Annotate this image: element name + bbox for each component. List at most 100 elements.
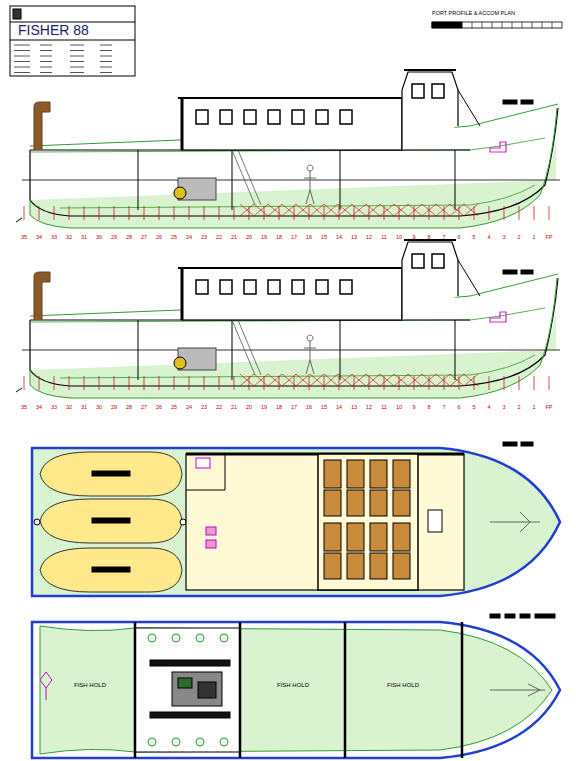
frame-number: 2 [517, 404, 520, 410]
frame-tick [519, 376, 520, 390]
logo [13, 9, 21, 19]
frame-tick [294, 206, 295, 220]
frame-number: 27 [141, 404, 147, 410]
tank [220, 634, 228, 642]
window [340, 280, 352, 294]
frame-number: 3 [502, 234, 505, 240]
rail [181, 98, 184, 150]
helm-chair [428, 510, 442, 532]
floor-hatch [310, 374, 324, 386]
frame-number: 25 [171, 404, 177, 410]
frame-number: 6 [457, 234, 460, 240]
frame-number: 21 [231, 404, 237, 410]
frame-number: 26 [156, 404, 162, 410]
frame-number: 12 [366, 404, 372, 410]
inner-hull [40, 626, 552, 754]
frame-tick [159, 376, 160, 390]
frame-tick [324, 376, 325, 390]
scale-tag [503, 442, 517, 446]
bunk [324, 553, 341, 579]
window [432, 84, 444, 98]
frame-number: 34 [36, 404, 42, 410]
frame-tick [84, 376, 85, 390]
compartment-label: FISH HOLD [244, 682, 342, 689]
scale-tag [520, 614, 530, 618]
frame-tick [414, 376, 415, 390]
frame-tick [144, 206, 145, 220]
compartment-label: FISH HOLD [348, 682, 458, 689]
window [316, 280, 328, 294]
scale-tag [521, 100, 533, 104]
floor-hatch [436, 374, 450, 386]
scale-tag [535, 614, 555, 618]
frame-tick [429, 376, 430, 390]
frame-number: 27 [141, 234, 147, 240]
frame-number: 1 [532, 404, 535, 410]
title-frame [10, 6, 135, 76]
floor-hatch [394, 204, 408, 216]
frame-tick [99, 376, 100, 390]
liferaft-mark [92, 518, 130, 523]
frame-number: 8 [427, 404, 430, 410]
frame-number: 18 [276, 234, 282, 240]
frame-tick [279, 206, 280, 220]
frame-number: 32 [66, 234, 72, 240]
deckhouse [182, 98, 402, 150]
window [268, 280, 280, 294]
window [196, 110, 208, 124]
floor-hatch [240, 374, 254, 386]
frame-tick [384, 376, 385, 390]
rail [181, 268, 184, 320]
frame-number: 1 [532, 234, 535, 240]
window [244, 280, 256, 294]
floor-hatch [450, 204, 464, 216]
liferaft-mark [92, 471, 130, 476]
floor-hatch [268, 374, 282, 386]
deck-outline [32, 448, 560, 596]
scale-tick [482, 22, 483, 28]
frame-number: 9 [412, 234, 415, 240]
frame-number: 4 [487, 404, 490, 410]
frame-number: 24 [186, 404, 192, 410]
frame-tick [444, 206, 445, 220]
engine [172, 672, 222, 706]
frame-tick [459, 206, 460, 220]
engine-room [135, 628, 240, 752]
galley [206, 540, 216, 548]
liferaft [40, 452, 182, 496]
frame-number: 4 [487, 234, 490, 240]
frame-number: 31 [81, 234, 87, 240]
frame-tick [54, 376, 55, 390]
title-block: FISHER 88 [12, 23, 133, 38]
scale-tag [505, 614, 515, 618]
bulkhead [134, 622, 137, 758]
frame-number: 13 [351, 234, 357, 240]
title-line [14, 61, 112, 62]
toilet [196, 458, 210, 468]
floor-hatch [380, 204, 394, 216]
frame-tick [534, 206, 535, 220]
frame-number: 28 [126, 234, 132, 240]
floor-hatch [394, 374, 408, 386]
bow-mark [490, 684, 545, 696]
bulkhead [455, 320, 456, 380]
bulkhead [340, 320, 341, 380]
frame-number: 5 [472, 234, 475, 240]
frame-tick [324, 206, 325, 220]
visor [458, 90, 480, 126]
floor-hatch [380, 374, 394, 386]
frame-tick [429, 206, 430, 220]
frame-tick [219, 376, 220, 390]
floor-hatch [366, 374, 380, 386]
frame-tick [234, 376, 235, 390]
floor-hatch [450, 374, 464, 386]
deckhouse-roof [178, 267, 405, 269]
frame-number: 6 [457, 404, 460, 410]
floor-hatch [296, 374, 310, 386]
window [292, 110, 304, 124]
stern-mark [16, 218, 22, 222]
frame-number: 11 [381, 234, 387, 240]
frame-tick [369, 206, 370, 220]
bunk [347, 460, 364, 488]
waterline [22, 180, 560, 181]
